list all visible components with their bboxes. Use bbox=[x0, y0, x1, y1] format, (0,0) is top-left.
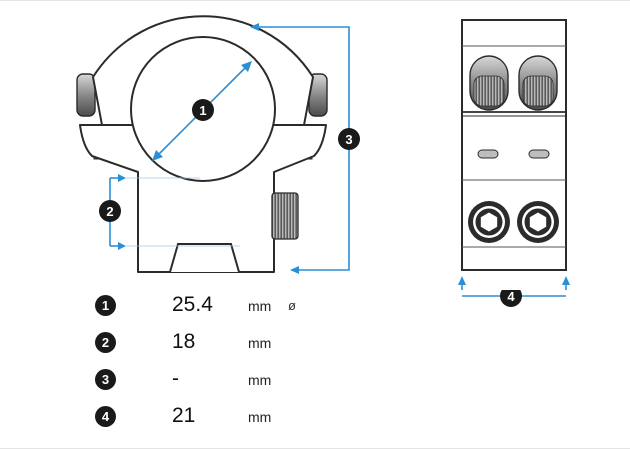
left-slot bbox=[477, 149, 499, 159]
marker-1-label: 1 bbox=[199, 103, 206, 118]
spec-row-3: 3 - mm bbox=[90, 366, 390, 403]
spec-unit-3: mm bbox=[248, 372, 272, 388]
spec-value-3: - bbox=[172, 367, 179, 390]
left-hex-screw bbox=[468, 201, 510, 243]
top-view bbox=[461, 19, 567, 271]
marker-2-label: 2 bbox=[106, 204, 113, 219]
dimension-4-arrow-right bbox=[562, 276, 570, 285]
spec-row-1: 1 25.4 mm ø bbox=[90, 292, 390, 329]
spec-marker-1: 1 bbox=[95, 295, 116, 316]
marker-2 bbox=[99, 200, 121, 222]
spec-value-4: 21 bbox=[172, 404, 196, 427]
dimension-1-arrow-top bbox=[241, 61, 252, 72]
ring-base bbox=[79, 124, 327, 273]
spec-unit-4: mm bbox=[248, 409, 272, 425]
top-left-screw-head bbox=[469, 55, 509, 111]
side-screw bbox=[271, 192, 299, 240]
dimension-2-arrow-bottom bbox=[118, 242, 126, 250]
dimension-4 bbox=[458, 276, 570, 290]
right-slot bbox=[528, 149, 550, 159]
dimension-2-arrow-top bbox=[118, 174, 126, 182]
scope-ring-diagram: 1 2 3 bbox=[76, 15, 570, 290]
spec-marker-3: 3 bbox=[95, 369, 116, 390]
dovetail-groove bbox=[169, 243, 240, 273]
bottom-divider bbox=[0, 448, 630, 449]
spec-table: 1 25.4 mm ø 2 18 mm 3 - mm 4 21 mm bbox=[90, 292, 390, 440]
spec-unit-2: mm bbox=[248, 335, 272, 351]
dimension-4-marker-layer: 4 bbox=[462, 290, 566, 307]
marker-3 bbox=[338, 128, 360, 150]
dimension-1-arrow-bottom bbox=[152, 150, 163, 161]
marker-4 bbox=[500, 290, 522, 307]
dimension-3-arrow-top bbox=[250, 23, 259, 31]
left-clamp-screw bbox=[76, 73, 96, 117]
marker-1 bbox=[192, 99, 214, 121]
spec-value-1: 25.4 bbox=[172, 293, 213, 316]
spec-marker-2: 2 bbox=[95, 332, 116, 353]
top-right-screw-head bbox=[518, 55, 558, 111]
spec-unit-1: mm bbox=[248, 298, 272, 314]
dimension-4-arrow-left bbox=[458, 276, 466, 285]
dimension-2: 2 bbox=[99, 174, 240, 250]
dimension-3-arrow-bottom bbox=[290, 266, 299, 274]
marker-3-label: 3 bbox=[345, 132, 352, 147]
spec-row-2: 2 18 mm bbox=[90, 329, 390, 366]
spec-value-2: 18 bbox=[172, 330, 196, 353]
top-divider bbox=[0, 0, 630, 1]
front-view bbox=[76, 15, 328, 273]
dimension-1: 1 bbox=[152, 61, 252, 161]
spec-marker-4: 4 bbox=[95, 406, 116, 427]
marker-4-label: 4 bbox=[507, 290, 515, 304]
right-hex-screw bbox=[517, 201, 559, 243]
spec-row-4: 4 21 mm bbox=[90, 403, 390, 440]
dimension-3: 3 bbox=[250, 23, 360, 274]
diameter-symbol: ø bbox=[288, 298, 296, 313]
